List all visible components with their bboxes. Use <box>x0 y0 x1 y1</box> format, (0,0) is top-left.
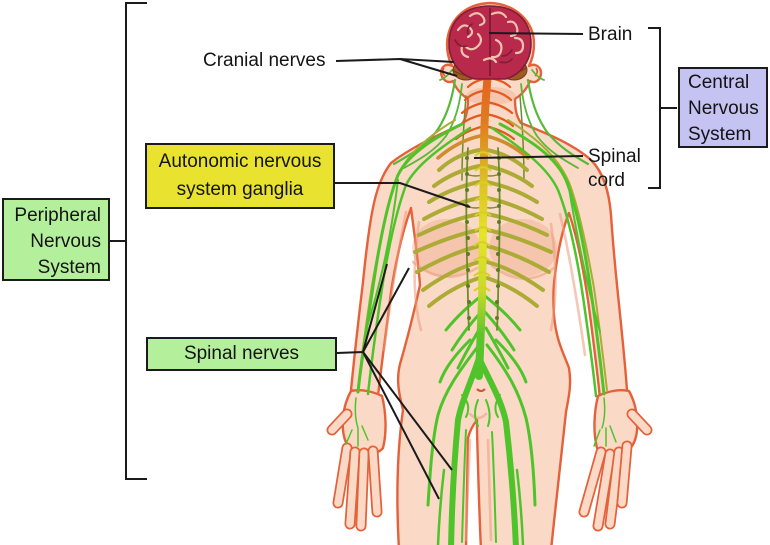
fingers <box>326 408 653 532</box>
box-spinal-nerves: Spinal nerves <box>146 337 337 371</box>
peripheral-nerves <box>345 69 617 545</box>
cns-bracket <box>648 27 677 189</box>
box-autonomic-ganglia: Autonomic nervous system ganglia <box>145 143 335 209</box>
label-cranial-nerves: Cranial nerves <box>203 50 326 71</box>
label-brain: Brain <box>588 24 633 45</box>
pns-bracket <box>110 2 147 480</box>
label-spinal-cord: Spinal cord <box>588 146 641 191</box>
spinal-nerves-pointers <box>336 263 453 500</box>
cranial-nerves-pointer <box>335 57 458 77</box>
spinal-cord-pointer <box>473 155 584 159</box>
spinal-cord-illustration <box>473 56 493 380</box>
ganglia-beads <box>465 156 501 320</box>
box-peripheral-nervous-system: Peripheral Nervous System <box>2 198 110 281</box>
brain-pointer <box>488 32 584 35</box>
autonomic-pointer <box>335 182 471 208</box>
brain-illustration <box>448 5 532 81</box>
box-central-nervous-system: Central Nervous System <box>678 67 768 148</box>
